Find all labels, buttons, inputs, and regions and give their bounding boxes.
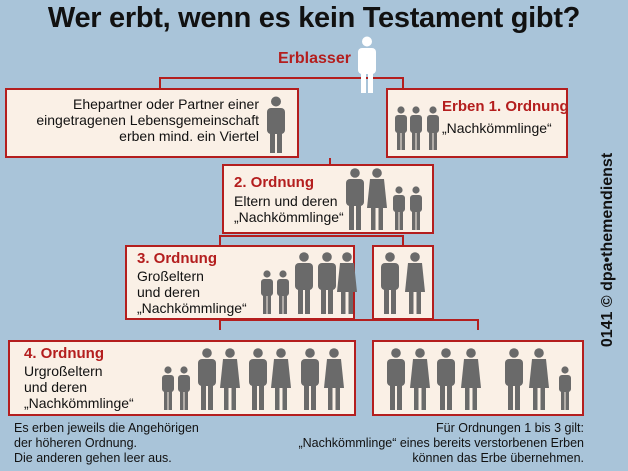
ordnung-2-line-1: Eltern und deren (234, 193, 338, 209)
ordnung-2-box: 2. Ordnung Eltern und deren „Nachkömmlin… (222, 164, 434, 234)
page-title: Wer erbt, wenn es kein Testament gibt? (47, 2, 581, 34)
footer-right-line-3: können das Erbe übernehmen. (412, 451, 584, 465)
footer-right-line-1: Für Ordnungen 1 bis 3 gilt: (436, 421, 584, 435)
erblasser-person-icon (358, 36, 376, 93)
footer-left-line-2: der höheren Ordnung. (14, 436, 138, 450)
connector-erblasser (159, 77, 404, 88)
footer-left-line-1: Es erben jeweils die Angehörigen (14, 421, 199, 435)
ordnung-3-line-2: und deren (137, 284, 201, 300)
erblasser-label: Erblasser (278, 50, 351, 67)
ordnung-3-heading: 3. Ordnung (137, 250, 217, 267)
partner-box: Ehepartner oder Partner einer eingetrage… (5, 88, 299, 158)
ordnung-3-line-1: Großeltern (137, 268, 204, 284)
ordnung-4-heading: 4. Ordnung (24, 345, 104, 362)
ordnung-3-box: 3. Ordnung Großeltern und deren „Nachköm… (125, 245, 357, 320)
partner-line-1: Ehepartner oder Partner einer (73, 96, 259, 112)
partner-line-3: erben mind. ein Viertel (119, 128, 259, 144)
erben-1-ordnung-box: Erben 1. Ordnung „Nachkömmlinge“ (386, 88, 569, 158)
great-grandparents-group-icon (387, 348, 571, 410)
connector-ord3-ord4 (219, 319, 479, 330)
ordnung-3-line-3: „Nachkömmlinge“ (137, 300, 247, 316)
grandparents-and-descendants-icon (261, 252, 357, 314)
credit-dpa-themendienst: 0141 © dpa•themendienst (599, 152, 616, 348)
ordnung-4-box: 4. Ordnung Urgroßeltern und deren „Nachk… (8, 340, 356, 416)
partner-line-2: eingetragenen Lebensgemeinschaft (36, 112, 259, 128)
connector-ord2-ord3 (219, 235, 404, 245)
ordnung-2-line-2: „Nachkömmlinge“ (234, 209, 344, 225)
partner-person-icon (267, 96, 285, 153)
grandparents-pair-icon (381, 252, 425, 314)
ordnung-4-line-2: und deren (24, 379, 88, 395)
parents-and-descendants-icon (346, 168, 422, 230)
footer-right-line-2: „Nachkömmlinge“ eines bereits verstorben… (298, 436, 584, 450)
footer-left-line-3: Die anderen gehen leer aus. (14, 451, 172, 465)
ordnung-4-second-box (372, 340, 584, 416)
ordnung-4-line-3: „Nachkömmlinge“ (24, 395, 134, 411)
erben-1-heading: Erben 1. Ordnung (442, 98, 569, 115)
descendants-icon (395, 106, 439, 150)
erben-1-subtitle: „Nachkömmlinge“ (442, 120, 552, 136)
ordnung-2-heading: 2. Ordnung (234, 174, 314, 191)
ordnung-4-line-1: Urgroßeltern (24, 363, 103, 379)
great-grandparents-and-descendants-icon (162, 348, 344, 410)
ordnung-3-second-box (372, 245, 434, 320)
